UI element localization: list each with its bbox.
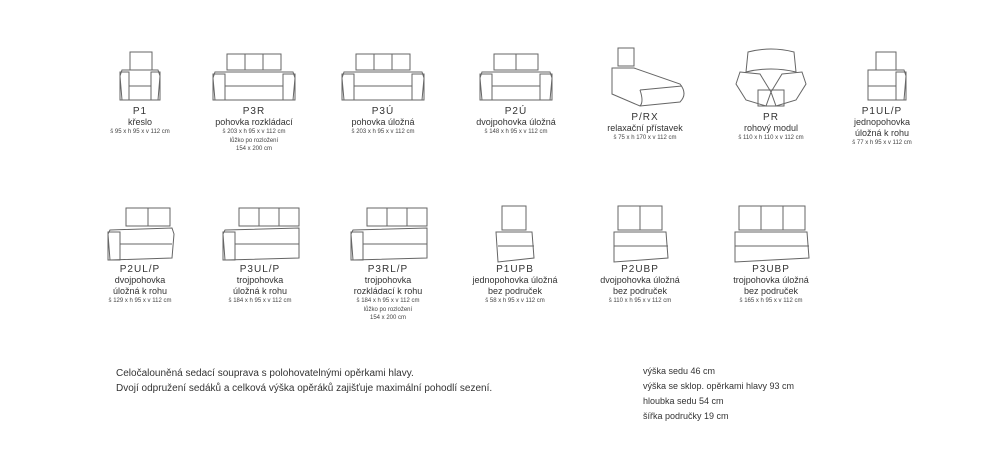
two-seat-sofa-icon — [479, 53, 553, 101]
item-name: úložná k rohu — [232, 286, 288, 296]
item-name: pohovka rozkládací — [215, 117, 293, 127]
description-line: Celočalouněná sedací souprava s polohova… — [116, 368, 414, 379]
item-dimensions: š 203 x h 95 x v 112 cm — [222, 129, 286, 135]
item-name: dvojpohovka úložná — [600, 275, 680, 285]
item-dimensions: š 148 x h 95 x v 112 cm — [484, 129, 548, 135]
item-name: křeslo — [127, 117, 152, 127]
item-name: trojpohovka — [236, 275, 284, 285]
item-dimensions: š 77 x h 95 x v 112 cm — [852, 140, 912, 146]
item-code: P2UBP — [621, 264, 659, 275]
item-bed-size: 154 x 200 cm — [369, 315, 407, 321]
item-bed-size: 154 x 200 cm — [235, 146, 273, 152]
item-p1upb: P1UPB jednopohovka úložná bez područek š… — [455, 204, 575, 306]
item-code: P3RL/P — [367, 264, 409, 275]
spec-seat-height: výška sedu 46 cm — [643, 366, 716, 376]
spec-seat-depth: hloubka sedu 54 cm — [643, 396, 724, 406]
spec-height-with-headrests: výška se sklop. opěrkami hlavy 93 cm — [643, 381, 795, 391]
item-p2ulp: P2UL/P dvojpohovka úložná k rohu š 129 x… — [80, 204, 200, 306]
item-name: trojpohovka úložná — [733, 275, 809, 285]
item-code: P3Ú — [371, 106, 395, 117]
item-code: P3R — [242, 106, 266, 117]
item-code: PR — [763, 112, 779, 123]
item-code: P2Ú — [504, 106, 528, 117]
item-code: P2UL/P — [119, 264, 161, 275]
armchair-icon — [119, 51, 161, 101]
item-code: P1 — [132, 106, 148, 117]
item-dimensions: š 75 x h 170 x v 112 cm — [613, 135, 677, 141]
item-p3ulp: P3UL/P trojpohovka úložná k rohu š 184 x… — [200, 204, 320, 306]
item-name: dvojpohovka úložná — [476, 117, 556, 127]
item-code: P1UL/P — [861, 106, 903, 117]
item-prx: P/RX relaxační přístavek š 75 x h 170 x … — [585, 44, 705, 143]
item-p3u: P3Ú pohovka úložná š 203 x h 95 x v 112 … — [323, 50, 443, 137]
item-name: jednopohovka — [853, 117, 911, 127]
spec-armrest-width: šířka područky 19 cm — [643, 411, 729, 421]
item-bed-note: lůžko po rozložení — [229, 138, 279, 144]
three-seat-sofa-icon — [341, 53, 425, 101]
item-p3r: P3R pohovka rozkládací š 203 x h 95 x v … — [194, 50, 314, 153]
item-dimensions: š 165 x h 95 x v 112 cm — [739, 298, 803, 304]
armless-two-seat-icon — [613, 205, 669, 263]
item-dimensions: š 58 x h 95 x v 112 cm — [485, 298, 545, 304]
item-name: úložná k rohu — [854, 128, 910, 138]
item-p3ubp: P3UBP trojpohovka úložná bez područek š … — [711, 204, 831, 306]
armless-three-seat-icon — [734, 205, 810, 263]
item-bed-note: lůžko po rozložení — [363, 307, 413, 313]
item-p3rlp: P3RL/P trojpohovka rozkládací k rohu š 1… — [328, 204, 448, 322]
item-code: P1UPB — [496, 264, 534, 275]
item-pr: PR rohový modul š 110 x h 110 x v 112 cm — [711, 44, 831, 143]
item-name: rohový modul — [743, 123, 799, 133]
item-p2ubp: P2UBP dvojpohovka úložná bez područek š … — [580, 204, 700, 306]
item-name: pohovka úložná — [351, 117, 415, 127]
product-description: Celočalouněná sedací souprava s polohova… — [116, 366, 492, 396]
item-dimensions: š 110 x h 110 x v 112 cm — [738, 135, 804, 141]
item-name: bez područek — [612, 286, 668, 296]
item-name: úložná k rohu — [112, 286, 168, 296]
item-name: rozkládací k rohu — [353, 286, 423, 296]
item-name: bez područek — [487, 286, 543, 296]
item-name: relaxační přístavek — [607, 123, 683, 133]
corner-single-seat-icon — [867, 51, 907, 101]
corner-module-icon — [735, 48, 807, 107]
corner-sofa-bed-icon — [350, 207, 428, 261]
item-p1ulp: P1UL/P jednopohovka úložná k rohu š 77 x… — [822, 50, 942, 148]
item-dimensions: š 110 x h 95 x v 112 cm — [608, 298, 672, 304]
item-dimensions: š 129 x h 95 x v 112 cm — [108, 298, 172, 304]
item-name: trojpohovka — [364, 275, 412, 285]
item-code: P3UL/P — [239, 264, 281, 275]
item-dimensions: š 95 x h 95 x v 112 cm — [110, 129, 170, 135]
item-name: dvojpohovka — [114, 275, 166, 285]
item-p2u: P2Ú dvojpohovka úložná š 148 x h 95 x v … — [456, 50, 576, 137]
chaise-longue-icon — [611, 47, 685, 107]
corner-three-seat-icon — [222, 207, 300, 261]
item-dimensions: š 184 x h 95 x v 112 cm — [228, 298, 292, 304]
description-line: Dvojí odpružení sedáků a celková výška o… — [116, 383, 493, 394]
armless-single-seat-icon — [495, 205, 535, 263]
three-seat-sofa-icon — [212, 53, 296, 101]
item-code: P3UBP — [752, 264, 790, 275]
corner-two-seat-icon — [107, 207, 175, 261]
item-dimensions: š 184 x h 95 x v 112 cm — [356, 298, 420, 304]
item-name: bez područek — [743, 286, 799, 296]
item-dimensions: š 203 x h 95 x v 112 cm — [351, 129, 415, 135]
item-name: jednopohovka úložná — [472, 275, 558, 285]
spec-list: výška sedu 46 cm výška se sklop. opěrkam… — [643, 364, 794, 424]
item-p1: P1 křeslo š 95 x h 95 x v 112 cm — [80, 50, 200, 137]
item-code: P/RX — [631, 112, 659, 123]
